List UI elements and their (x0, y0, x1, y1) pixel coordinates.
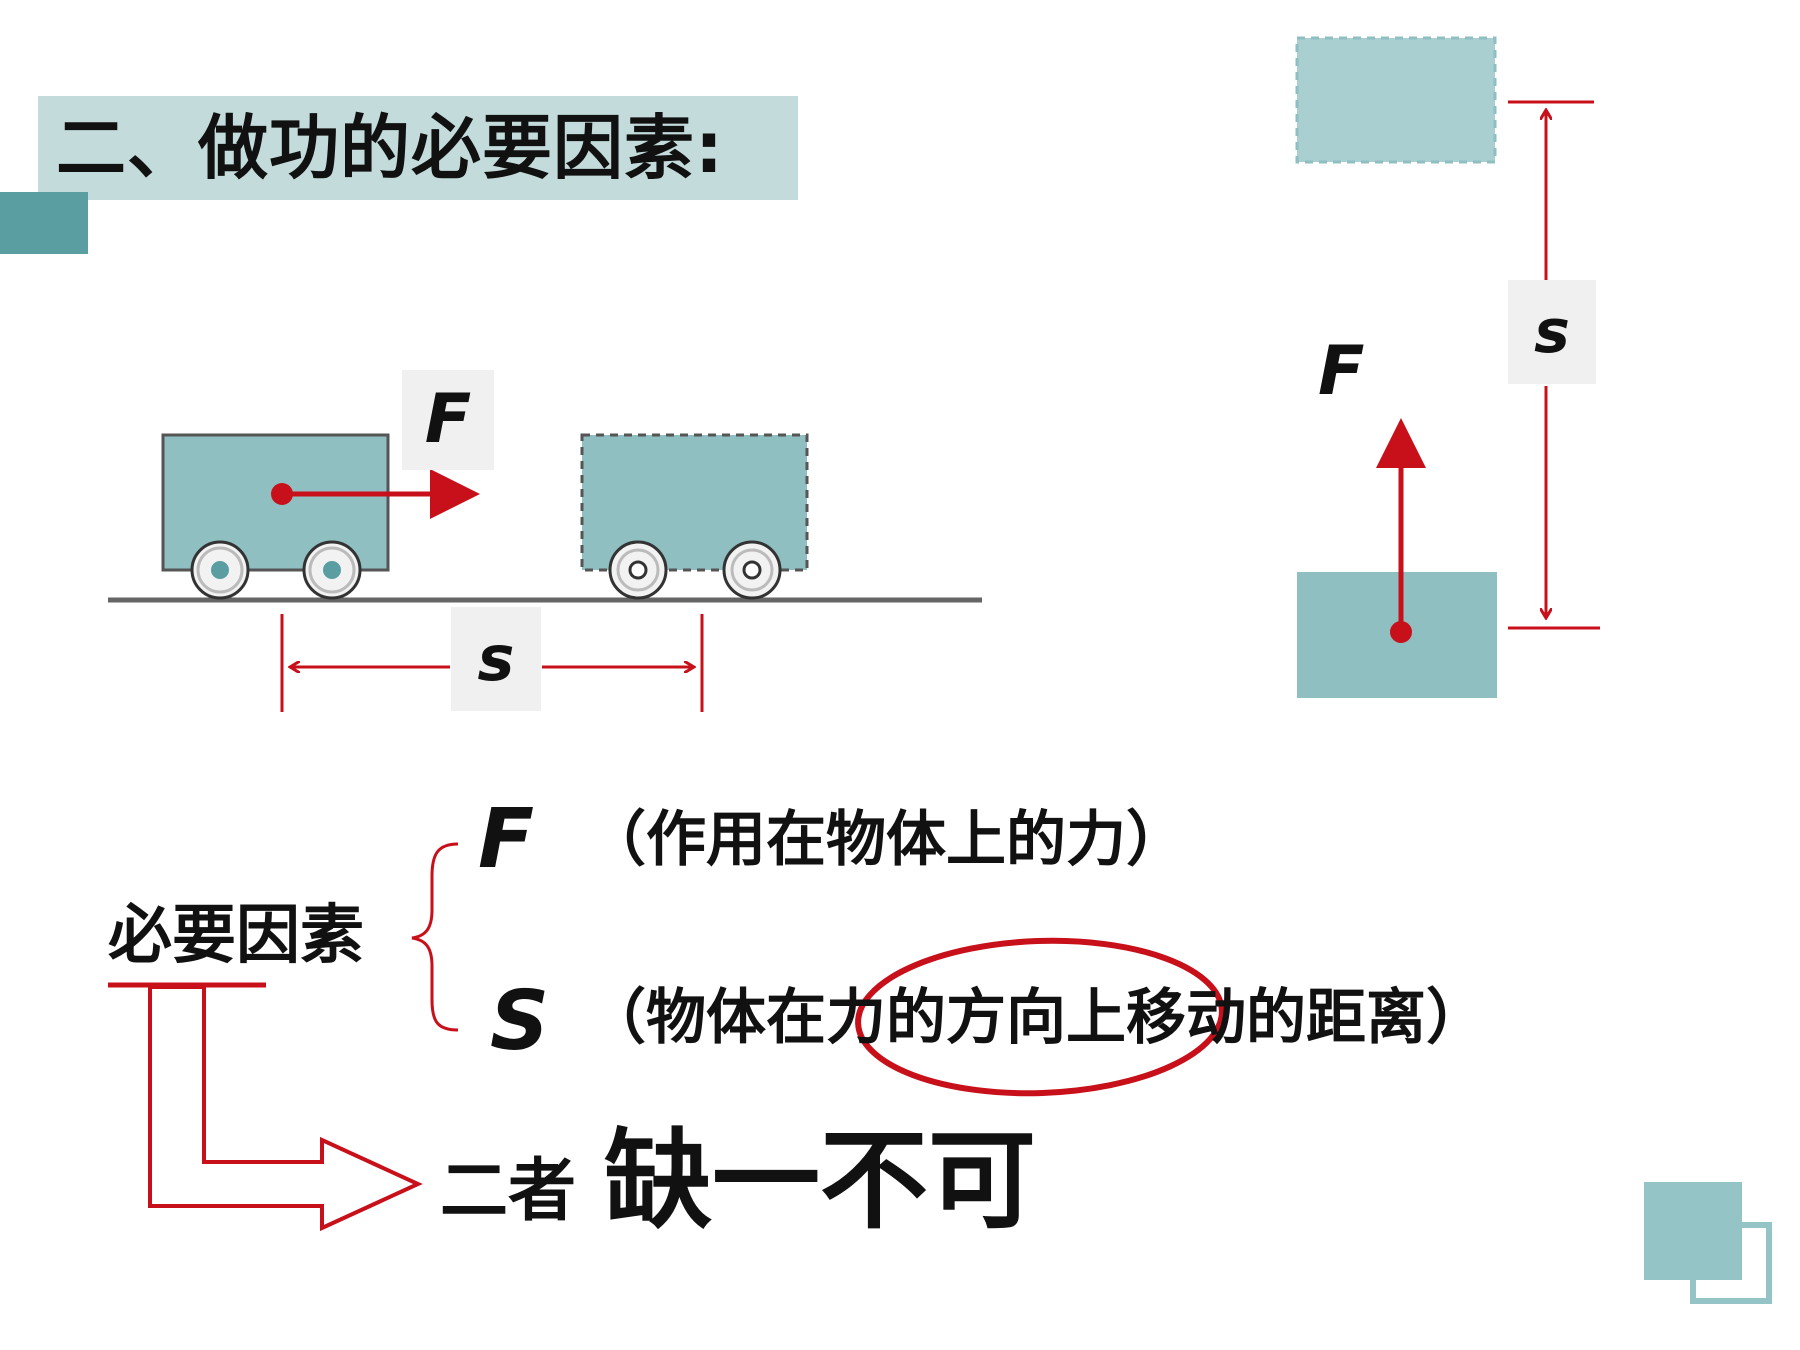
block-end (1295, 36, 1497, 164)
wheel-icon (608, 540, 668, 600)
page-title: 二、做功的必要因素: (56, 107, 724, 189)
conclusion-main: 缺一不可 (604, 1119, 1037, 1244)
title-background (38, 96, 798, 200)
conclusion-arrow (148, 985, 423, 1232)
force-label-horizontal: F (402, 370, 494, 470)
force-origin-dot (1390, 621, 1412, 643)
wheel-icon (302, 540, 362, 600)
distance-description: （物体在力的方向上移动的距离） (586, 983, 1486, 1053)
cart-start (161, 433, 390, 600)
cart-end (580, 433, 809, 600)
force-symbol: F (478, 792, 535, 887)
wheel-icon (190, 540, 250, 600)
conclusion-prefix: 二者 (440, 1152, 577, 1231)
brace-icon (411, 842, 459, 1032)
force-label-vertical: F (1318, 332, 1365, 411)
decor-square-outline (1690, 1222, 1772, 1304)
force-description: （作用在物体上的力） (586, 805, 1186, 875)
distance-symbol: S (490, 974, 550, 1069)
distance-label-vertical: s (1508, 280, 1596, 384)
title-accent-square (0, 192, 88, 254)
factors-group-label: 必要因素 (108, 899, 364, 973)
distance-label-horizontal: s (451, 607, 541, 711)
highlight-ellipse (855, 937, 1225, 1097)
wheel-icon (722, 540, 782, 600)
